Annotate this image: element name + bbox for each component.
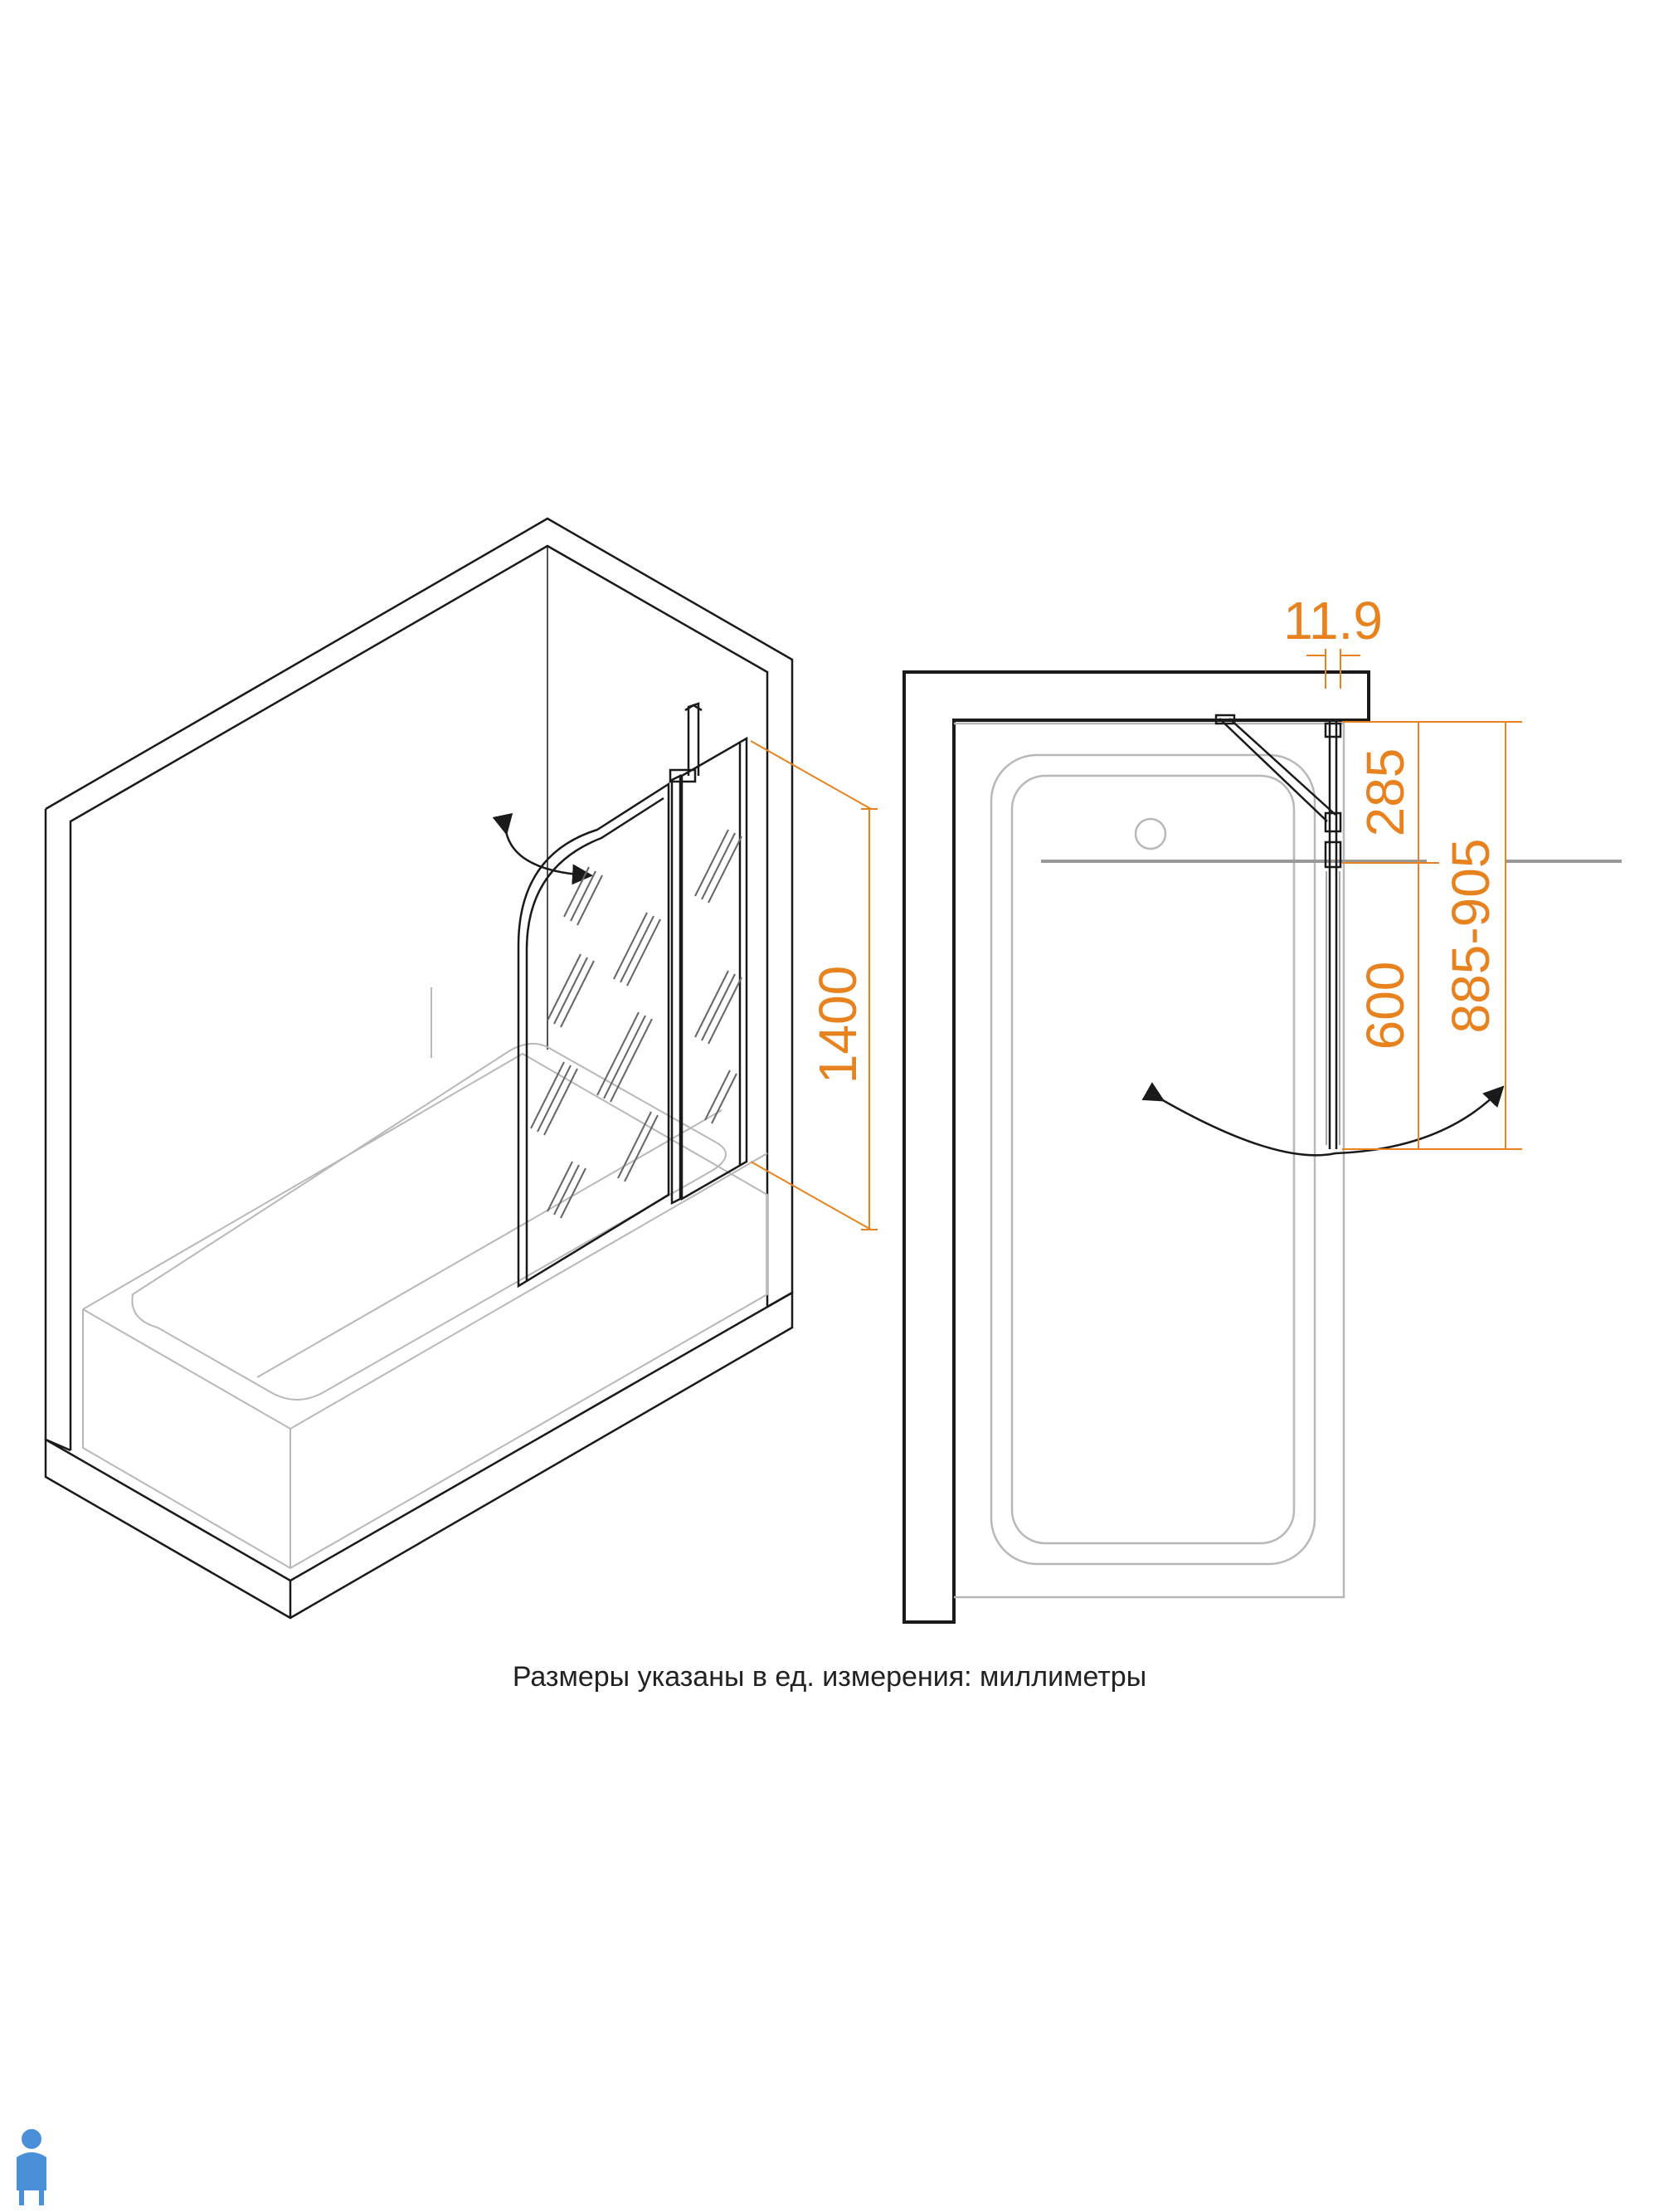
plan-view (902, 649, 1622, 1624)
glass-pattern (530, 829, 742, 1219)
shower-screen (492, 702, 748, 1289)
support-arm (1219, 718, 1336, 822)
plan-bathtub (954, 722, 1345, 1599)
bathtub (82, 987, 768, 1570)
swing-panel (517, 782, 670, 1289)
rotate-arrow-icon (492, 812, 593, 885)
plan-screen (1214, 714, 1342, 1149)
fixed-panel (680, 736, 748, 1201)
plumber-logo-icon (17, 2129, 46, 2205)
drain-icon (1134, 817, 1167, 850)
plan-dimensions (1306, 649, 1522, 1150)
wall-bracket (687, 702, 700, 776)
floor-slab (44, 1290, 794, 1620)
swing-arc-icon (1141, 1082, 1505, 1157)
dimension-label-range: 885-905 (1441, 839, 1501, 1034)
dimension-label-lower: 600 (1355, 962, 1415, 1050)
dimension-label-offset: 11.9 (1283, 591, 1383, 650)
dimension-label-upper: 285 (1355, 748, 1415, 837)
dimension-1400 (750, 740, 878, 1230)
units-caption: Размеры указаны в ед. измерения: миллиме… (512, 1661, 1147, 1693)
isometric-view (44, 517, 878, 1620)
dimension-label-height: 1400 (808, 966, 868, 1084)
plan-wall (902, 670, 1370, 1624)
